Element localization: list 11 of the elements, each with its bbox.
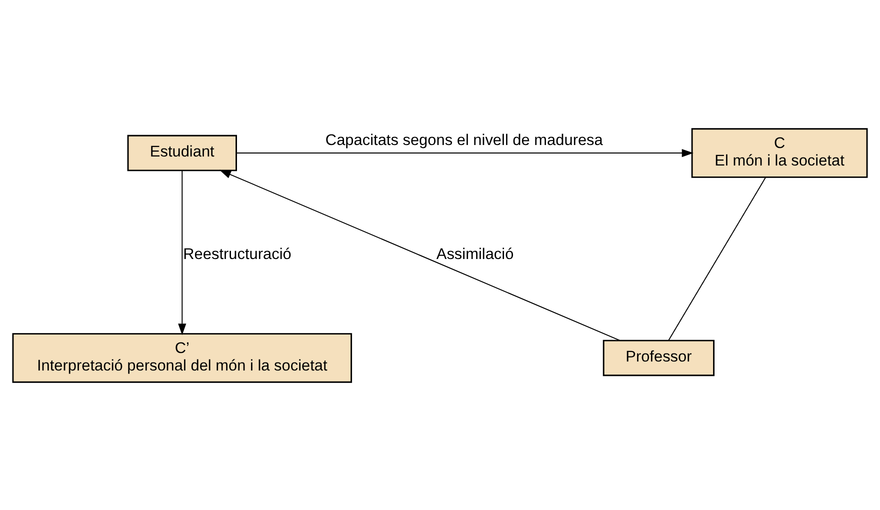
connector xyxy=(668,176,766,340)
node-box: Estudiant xyxy=(127,134,237,171)
node-box: Professor xyxy=(602,339,715,376)
arrow xyxy=(219,169,621,341)
arrow xyxy=(236,148,694,157)
arrow xyxy=(178,170,186,335)
edge-label: Assimilació xyxy=(436,246,514,263)
edge-label: Capacitats segons el nivell de maduresa xyxy=(325,132,603,149)
node-box: C’ Interpretació personal del món i la societat xyxy=(12,332,352,382)
node-box: C El món i la societat xyxy=(691,128,868,178)
edge-label: Reestructuració xyxy=(183,246,292,263)
